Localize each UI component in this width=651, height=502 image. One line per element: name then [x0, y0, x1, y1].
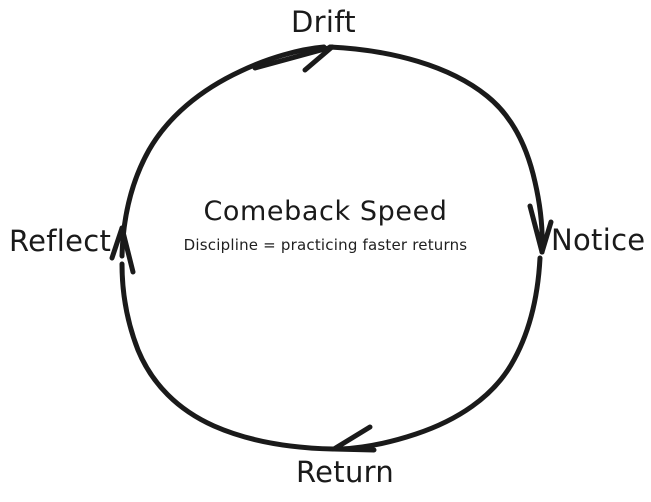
arrowhead-notice — [527, 203, 554, 255]
diagram-subtitle: Discipline = practicing faster returns — [183, 236, 468, 255]
loop-segment-notice-to-return — [338, 255, 543, 452]
loop-segment-drift-to-notice — [327, 44, 545, 255]
diagram-title: Comeback Speed — [203, 196, 448, 227]
cycle-node-label-notice: Notice — [551, 223, 646, 257]
loop-segment-return-to-reflect — [119, 261, 336, 452]
arrowhead-drift — [252, 44, 335, 73]
center-text-block: Comeback Speed Discipline = practicing f… — [0, 196, 651, 254]
loop-segment-reflect-to-drift — [119, 44, 327, 259]
cycle-node-label-reflect: Reflect — [9, 224, 112, 258]
cycle-node-label-return: Return — [296, 455, 395, 489]
arrowhead-reflect — [109, 225, 136, 275]
arrowhead-return — [331, 424, 377, 453]
cycle-node-label-drift: Drift — [291, 5, 356, 39]
